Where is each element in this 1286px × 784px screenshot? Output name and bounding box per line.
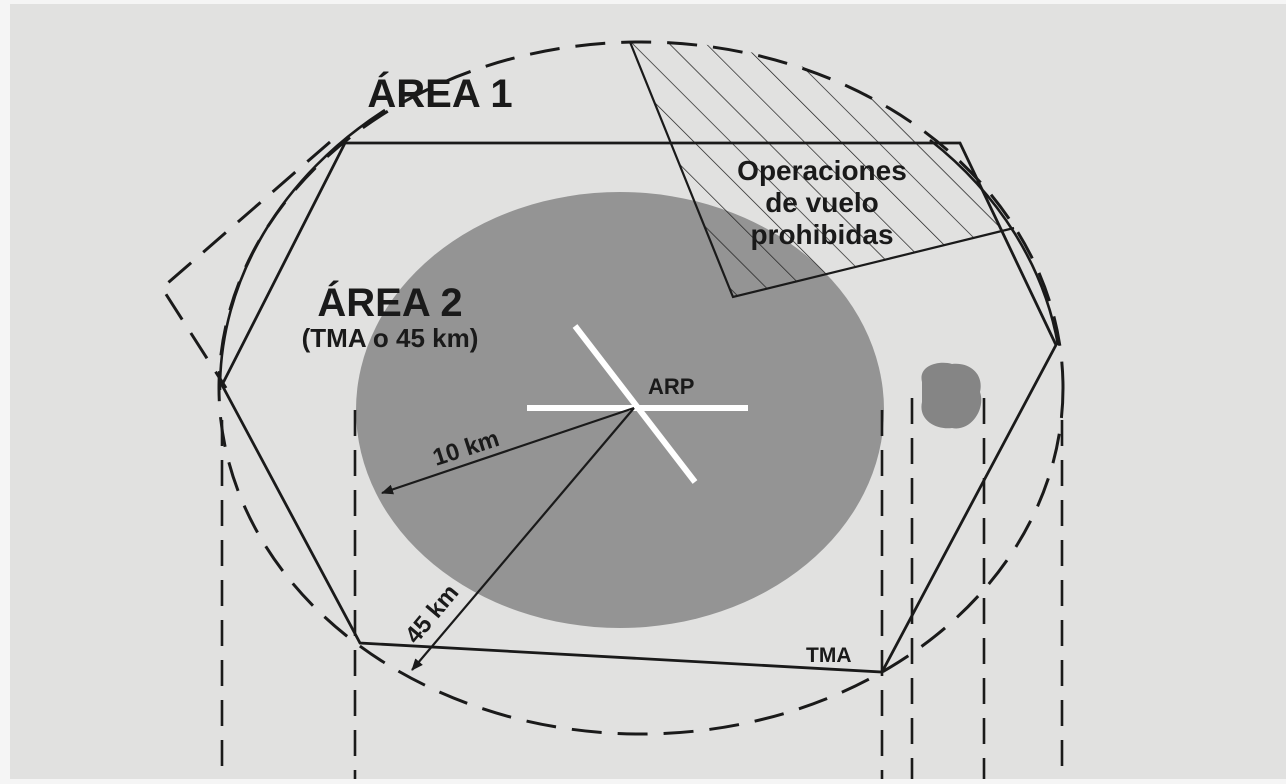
radius-10km-arrow [381, 406, 635, 495]
area2-label: ÁREA 2 [317, 280, 462, 325]
tma-label: TMA [806, 644, 852, 667]
area1-circle-right-arc [929, 138, 1060, 346]
obstacle-shape [921, 362, 982, 429]
runways [527, 324, 748, 484]
radius-45km-dashed-circle [217, 40, 1065, 736]
area2-sublabel: (TMA o 45 km) [302, 323, 479, 353]
projection-lines [220, 398, 1064, 779]
prohibited-sector-hatch [630, 41, 1014, 297]
prohibited-label-line2: de vuelo [765, 187, 879, 218]
area2-dashed-boundary [160, 140, 331, 389]
prohibited-sector-border [628, 41, 1015, 299]
runway-diagonal [572, 324, 698, 484]
arp-label: ARP [648, 374, 694, 399]
prohibited-label-line3: prohibidas [750, 219, 893, 250]
prohibited-label-line1: Operaciones [737, 155, 907, 186]
radius-45km-arrow [411, 407, 635, 671]
area1-label: ÁREA 1 [367, 71, 512, 116]
